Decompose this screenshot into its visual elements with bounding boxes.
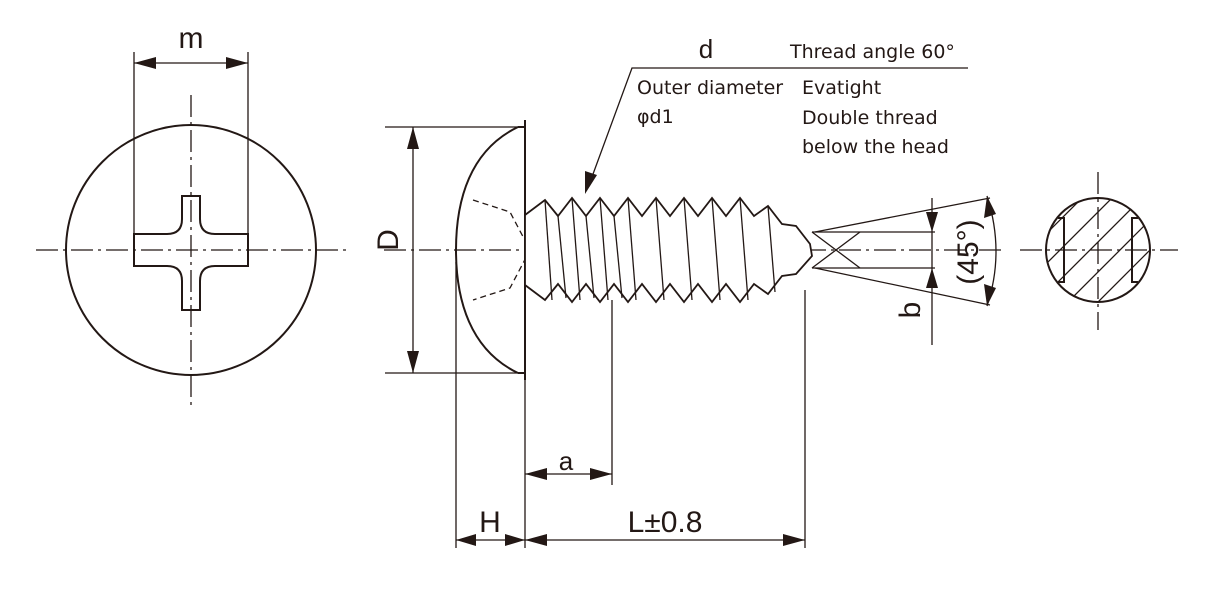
d-label: d [699, 34, 713, 64]
thread-flank [613, 215, 623, 299]
arrow-icon [134, 57, 156, 69]
thread-flanks [544, 197, 776, 301]
arrow-icon [407, 127, 419, 149]
truss-head [454, 126, 519, 374]
thread-flank [585, 215, 595, 299]
b-label: b [894, 302, 927, 319]
thread-flank [767, 205, 776, 293]
hatch-line [1046, 198, 1101, 251]
hatch-line [1046, 198, 1126, 276]
thread-flank [683, 197, 693, 301]
angle-line-upper [814, 197, 991, 233]
arrow-icon [525, 534, 547, 546]
phillips-recess-icon [133, 195, 249, 311]
arrow-icon [984, 284, 996, 306]
side-view: D H a L±0.8 b (45°) d Thr [372, 34, 1005, 548]
thread-flank [557, 215, 567, 299]
arrow-icon [505, 534, 525, 546]
hatch-line [1059, 209, 1150, 302]
thread-flank [599, 197, 609, 301]
arrow-icon [226, 57, 248, 69]
outer-diameter-note: Outer diameter [637, 77, 783, 99]
hatch-line [1104, 259, 1150, 302]
arrow-icon [590, 468, 612, 480]
thread-angle-note: Thread angle 60° [789, 41, 955, 63]
a-label: a [559, 446, 574, 476]
thread-flank [711, 197, 721, 301]
thread-flank [739, 197, 749, 301]
arrow-icon [984, 196, 996, 218]
arrow-icon [585, 171, 597, 194]
D-label: D [372, 229, 405, 251]
cross-section-view [1020, 172, 1178, 330]
thread-flank [544, 199, 553, 301]
arrow-icon [525, 468, 547, 480]
thread-flank [655, 197, 665, 301]
arrow-icon [407, 351, 419, 373]
arrow-icon [926, 212, 938, 232]
arrow-icon [926, 268, 938, 288]
angle-label: (45°) [952, 219, 985, 284]
hatch-line [1079, 234, 1150, 302]
arrow-icon [456, 534, 476, 546]
tip-cross [811, 231, 861, 269]
evatight-note: Evatight [802, 77, 881, 99]
outer-diameter-symbol: φd1 [637, 106, 674, 128]
arrow-icon [783, 534, 805, 546]
thread-flank [571, 197, 581, 301]
d-leader-line [588, 67, 968, 186]
H-label: H [479, 506, 501, 539]
L-label: L±0.8 [628, 506, 703, 539]
below-head-note: below the head [802, 136, 949, 158]
m-label: m [179, 22, 204, 55]
head-end-view: m [36, 22, 348, 405]
thread-flank [627, 197, 637, 301]
angle-line-lower [814, 267, 991, 306]
double-thread-note: Double thread [802, 107, 938, 129]
hatch-line [1046, 198, 1146, 296]
